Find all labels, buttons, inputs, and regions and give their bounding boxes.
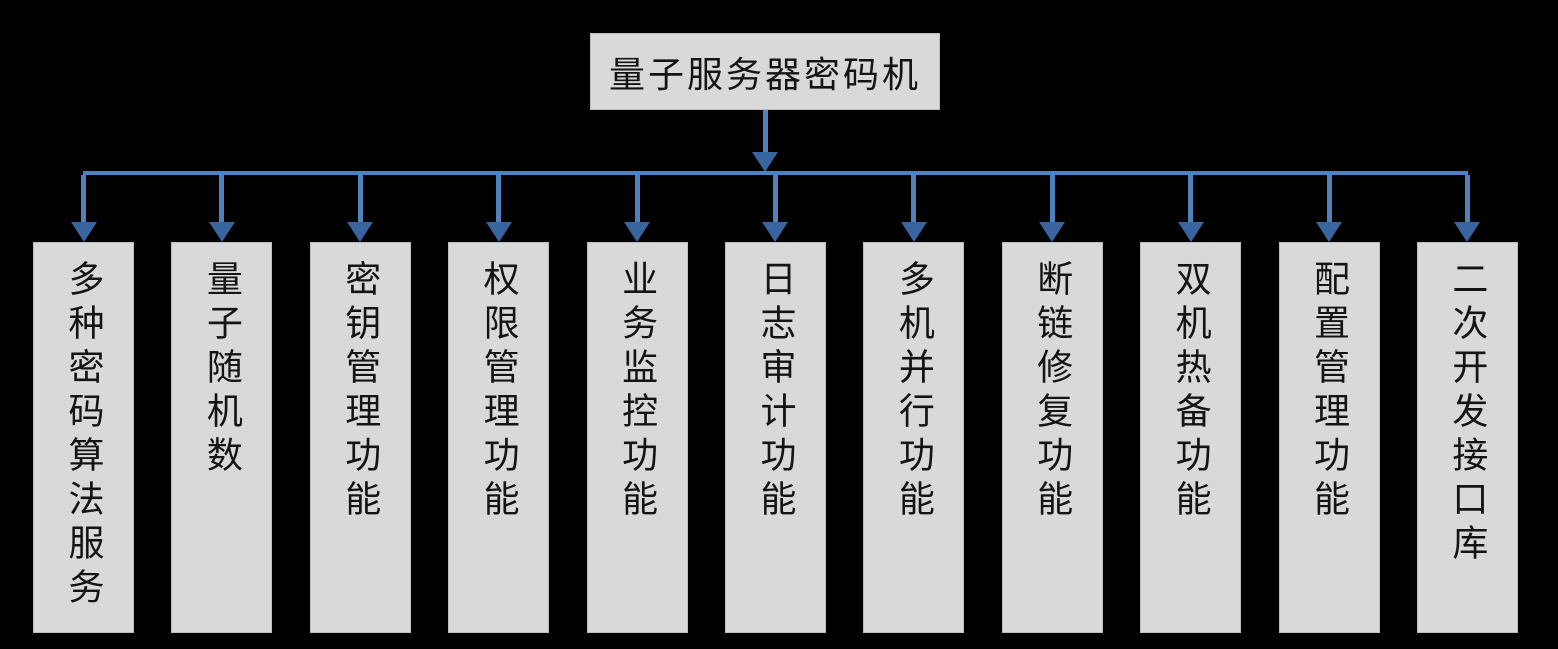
branch-box: 日志审计功能: [724, 242, 826, 633]
arrow-head-icon: [1177, 222, 1204, 242]
arrow-shaft: [1464, 175, 1470, 222]
arrow-head-icon: [485, 222, 512, 242]
arrow-shaft: [81, 175, 86, 222]
arrow-head-icon: [208, 222, 235, 242]
arrow-head-icon: [1316, 222, 1343, 242]
branch-row: 多种密码算法服务 量子随机数 密钥管理功能: [33, 175, 1518, 633]
branch-node: 密钥管理功能: [309, 175, 411, 633]
arrow-head-icon: [347, 222, 374, 242]
branch-box: 业务监控功能: [586, 242, 688, 633]
branch-node-label: 断链修复功能: [1032, 260, 1073, 524]
arrow-head-icon: [624, 222, 651, 242]
root-node-label: 量子服务器密码机: [608, 54, 921, 95]
branch-node-label: 二次开发接口库: [1447, 260, 1488, 568]
branch-node: 日志审计功能: [724, 175, 826, 633]
branch-node: 双机热备功能: [1140, 175, 1242, 633]
branch-arrow-icon: [208, 175, 236, 242]
arrow-shaft: [772, 175, 778, 222]
arrow-head-icon: [752, 152, 778, 172]
branch-node: 量子随机数: [171, 175, 273, 633]
branch-node: 配置管理功能: [1278, 175, 1380, 633]
arrow-shaft: [219, 175, 225, 222]
branch-node-label: 多种密码算法服务: [63, 260, 104, 612]
arrow-shaft: [357, 175, 363, 222]
branch-arrow-icon: [1038, 175, 1066, 242]
root-node: 量子服务器密码机: [590, 33, 940, 110]
branch-box: 密钥管理功能: [309, 242, 411, 633]
arrow-head-icon: [900, 222, 927, 242]
arrow-head-icon: [762, 222, 789, 242]
branch-box: 权限管理功能: [448, 242, 550, 633]
branch-box: 配置管理功能: [1278, 242, 1380, 633]
arrow-head-icon: [70, 222, 97, 242]
arrow-shaft: [1049, 175, 1055, 222]
branch-arrow-icon: [70, 175, 98, 242]
branch-node-label: 业务监控功能: [617, 260, 658, 524]
root-arrow-icon: [751, 110, 779, 172]
arrow-shaft: [1326, 175, 1332, 222]
branch-arrow-icon: [900, 175, 928, 242]
branch-box: 量子随机数: [171, 242, 273, 633]
branch-arrow-icon: [623, 175, 651, 242]
branch-node-label: 权限管理功能: [478, 260, 519, 524]
branch-arrow-icon: [346, 175, 374, 242]
branch-node: 断链修复功能: [1001, 175, 1103, 633]
arrow-shaft: [634, 175, 640, 222]
branch-box: 多机并行功能: [863, 242, 965, 633]
branch-arrow-icon: [761, 175, 789, 242]
branch-node-label: 双机热备功能: [1170, 260, 1211, 524]
branch-box: 二次开发接口库: [1416, 242, 1518, 633]
arrow-shaft: [911, 175, 917, 222]
branch-arrow-icon: [1453, 175, 1481, 242]
arrow-head-icon: [1039, 222, 1066, 242]
branch-node: 权限管理功能: [448, 175, 550, 633]
branch-box: 双机热备功能: [1140, 242, 1242, 633]
branch-node-label: 量子随机数: [201, 260, 242, 480]
branch-node: 多种密码算法服务: [33, 175, 134, 633]
branch-box: 断链修复功能: [1001, 242, 1103, 633]
arrow-head-icon: [1454, 222, 1481, 242]
branch-node-label: 密钥管理功能: [340, 260, 381, 524]
branch-node-label: 配置管理功能: [1309, 260, 1350, 524]
branch-box: 多种密码算法服务: [33, 242, 134, 633]
arrow-shaft: [762, 110, 768, 152]
branch-node-label: 日志审计功能: [755, 260, 796, 524]
branch-arrow-icon: [1177, 175, 1205, 242]
branch-node: 多机并行功能: [863, 175, 965, 633]
connector-horizontal-line: [83, 171, 1468, 175]
branch-node: 业务监控功能: [586, 175, 688, 633]
branch-arrow-icon: [485, 175, 513, 242]
arrow-shaft: [496, 175, 502, 222]
branch-arrow-icon: [1315, 175, 1343, 242]
branch-node-label: 多机并行功能: [893, 260, 934, 524]
branch-node: 二次开发接口库: [1416, 175, 1518, 633]
arrow-shaft: [1188, 175, 1194, 222]
